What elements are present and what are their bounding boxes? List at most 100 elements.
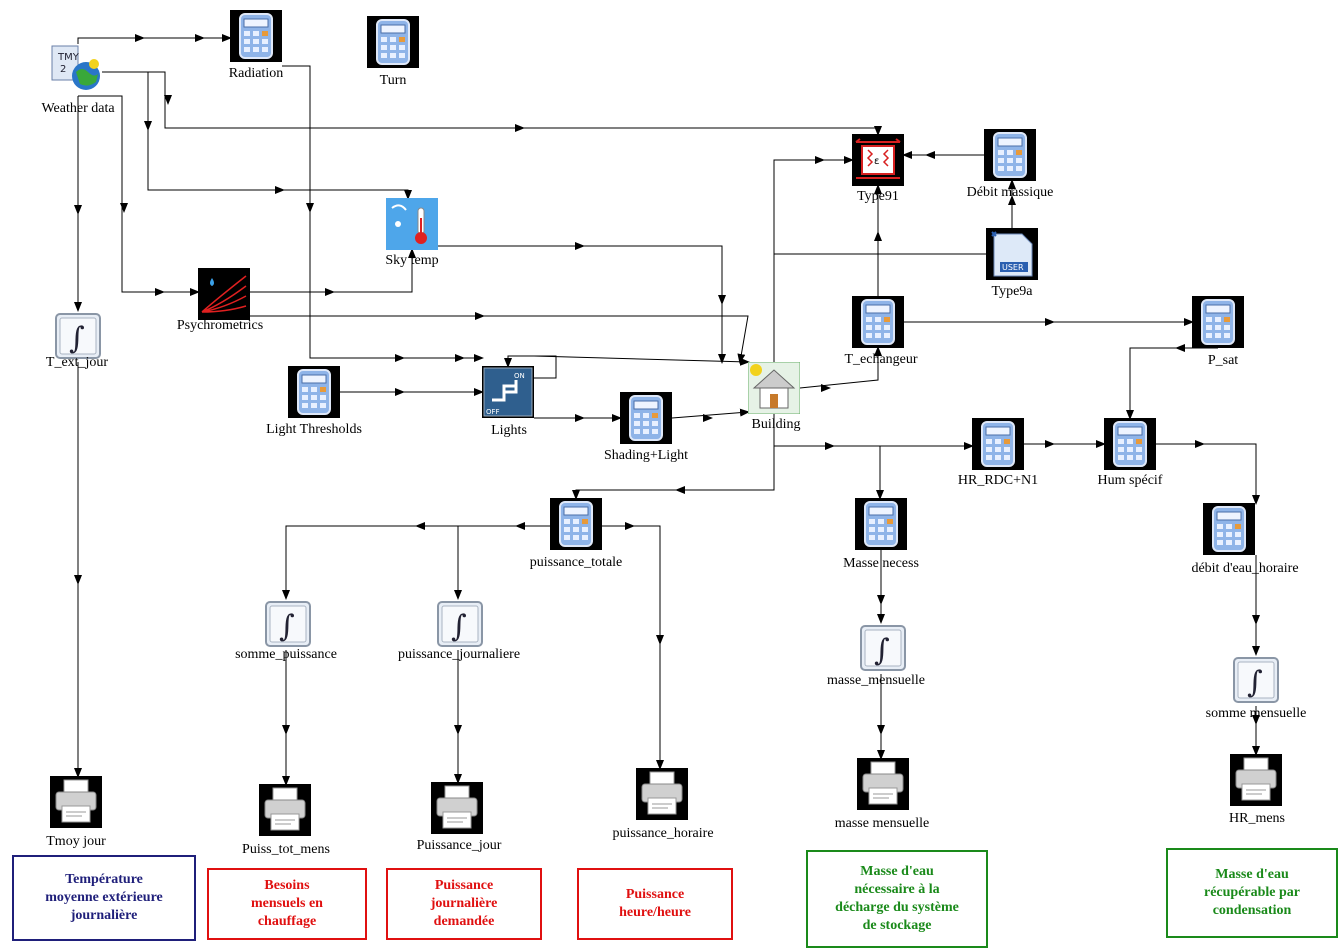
wire-direction-arrow [675,486,685,494]
calculator-icon [288,366,340,418]
puissance-totale-calculator[interactable] [550,498,602,550]
wire-direction-arrow [282,725,290,735]
tmoy-jour-printer[interactable] [50,776,102,828]
wire-psychro-building [250,315,749,364]
wire-direction-arrow [703,414,713,422]
label-masse-mensuelle-printer: masse mensuelle [834,816,930,831]
debit-massique-calculator[interactable] [984,129,1036,181]
wire-direction-arrow [195,34,205,42]
wire-direction-arrow [74,575,82,585]
puissance-horaire-printer[interactable] [636,768,688,820]
label-debit-eau-horaire: débit d'eau_horaire [1191,561,1299,576]
label-p-sat: P_sat [1207,353,1239,368]
t-echangeur-calculator[interactable] [852,296,904,348]
label-tmoy-jour: Tmoy jour [46,834,106,849]
radiation-calculator[interactable] [230,10,282,62]
psychrometric-chart-icon [198,268,250,320]
wire-direction-arrow [874,231,882,241]
weather-data-component[interactable]: TMY 2 [50,44,102,96]
wire-direction-arrow [718,295,726,305]
wire-skytemp-building [438,245,726,364]
wire-direction-arrow [1252,715,1260,725]
label-type91: Type91 [857,189,899,204]
puiss-tot-mens-printer[interactable] [259,784,311,836]
masse-necess-calculator[interactable] [855,498,907,550]
note-puissance-journaliere-line-1: Puissance [434,878,494,893]
label-puissance-horaire: puissance_horaire [612,826,714,841]
shading-light-calculator[interactable] [620,392,672,444]
calculator-icon [1192,296,1244,348]
label-sky-temp: Sky temp [385,253,439,268]
printer-icon [431,782,483,834]
note-puissance-heure: Puissance heure/heure [577,868,733,940]
label-somme-mensuelle: somme mensuelle [1205,706,1307,721]
wire-radiation-lights [282,65,484,362]
label-hr-rdc-n1: HR_RDC+N1 [957,473,1039,488]
note-temperature-line-3: journalière [70,908,138,923]
psychrometrics-component[interactable] [198,268,250,320]
note-besoins-line-1: Besoins [264,878,310,893]
type9a-data-reader[interactable]: USER [986,228,1038,280]
lights-controller[interactable]: ON OFF [482,366,534,418]
wire-lights-feedback [504,355,557,379]
note-puissance-heure-line-2: heure/heure [619,905,691,920]
wire-direction-arrow [120,203,128,213]
building-component[interactable] [748,362,800,414]
wire-weather-type91 [148,71,882,136]
house-icon [748,362,800,414]
calculator-icon [230,10,282,62]
puissance-jour-printer[interactable] [431,782,483,834]
integrator-icon [437,601,483,647]
wire-direction-arrow [825,442,835,450]
calculator-icon [852,296,904,348]
type91-heat-exchanger[interactable]: ε [852,134,904,186]
p-sat-calculator[interactable] [1192,296,1244,348]
on-off-switch-icon: ON OFF [482,366,534,418]
debit-eau-horaire-calculator[interactable] [1203,503,1255,555]
note-masse-eau-recuperable-line-2: récupérable par [1203,885,1301,900]
wire-direction-arrow [1008,195,1016,205]
hr-rdc-n1-calculator[interactable] [972,418,1024,470]
wire-direction-arrow [415,522,425,530]
wire-shading-building [671,408,750,419]
label-building: Building [751,417,801,432]
wire-direction-arrow [454,725,462,735]
heat-exchanger-icon: ε [852,134,904,186]
label-t-ext-jour: T_ext_jour [45,355,109,370]
wire-direction-arrow [925,151,935,159]
note-puissance-heure-line-1: Puissance [625,887,685,902]
wire-direction-arrow [155,288,165,296]
label-hr-mens: HR_mens [1229,811,1285,826]
light-thresholds-calculator[interactable] [288,366,340,418]
wire-direction-arrow [821,384,831,392]
somme-mensuelle-integrator[interactable] [1230,654,1282,706]
sky-temp-component[interactable] [386,198,438,250]
wire-building-in-top [533,355,750,366]
hr-mens-printer[interactable] [1230,754,1282,806]
label-type9a: Type9a [991,284,1033,299]
wire-direction-arrow [135,34,145,42]
wire-puissance-left [282,525,550,600]
calculator-icon [1203,503,1255,555]
label-debit-massique: Débit massique [966,185,1054,200]
data-file-icon: USER [986,228,1038,280]
integrator-icon [265,601,311,647]
svg-text:TMY: TMY [57,52,80,63]
hum-specif-calculator[interactable] [1104,418,1156,470]
masse-mensuelle-printer[interactable] [857,758,909,810]
calculator-icon [620,392,672,444]
masse-mensuelle-integrator[interactable] [857,622,909,674]
note-besoins-line-3: chauffage [257,914,317,929]
note-masse-eau-recuperable-line-1: Masse d'eau [1215,867,1289,882]
turn-calculator[interactable] [367,16,419,68]
label-t-echangeur: T_echangeur [844,352,918,367]
wire-direction-arrow [515,124,525,132]
somme-puissance-integrator[interactable] [262,598,314,650]
wire-direction-arrow [515,522,525,530]
puissance-journaliere-integrator[interactable] [434,598,486,650]
